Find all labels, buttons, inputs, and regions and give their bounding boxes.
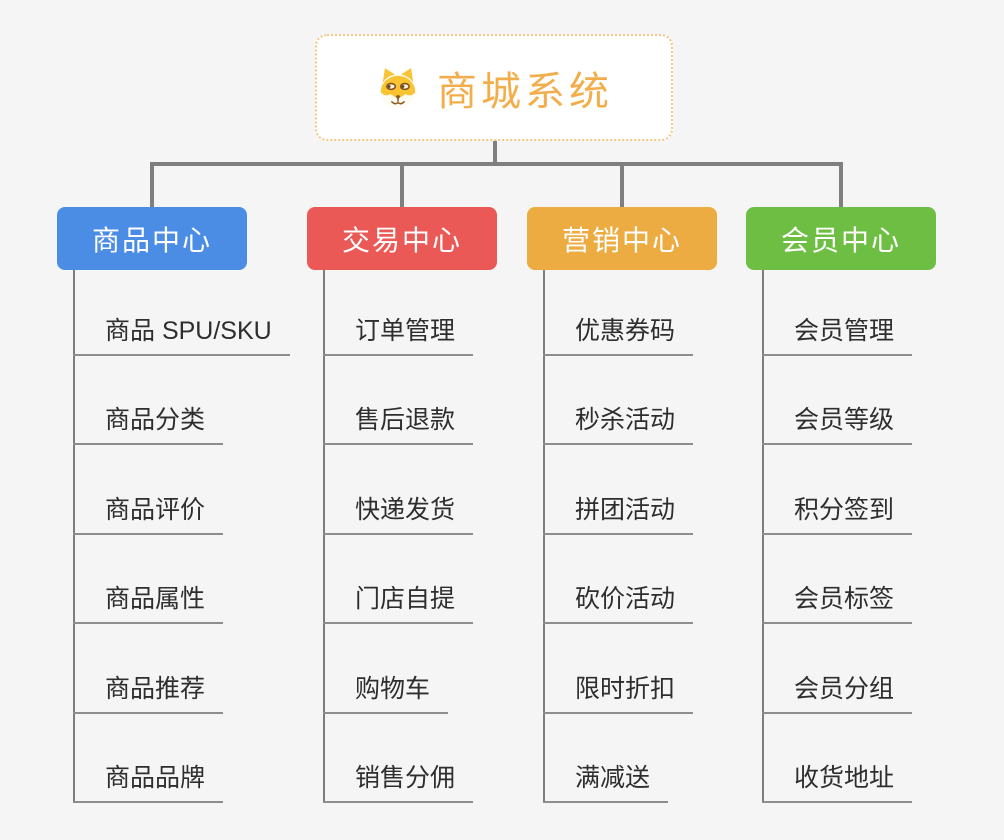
leaf-node[interactable]: 限时折扣 [543,674,694,714]
branch-header-0[interactable]: 商品中心 [57,207,247,270]
leaf-node[interactable]: 订单管理 [323,316,474,356]
connector-drop [839,162,843,209]
root-title: 商城系统 [437,69,613,114]
connector-root-stem [493,141,497,164]
leaf-node[interactable]: 会员等级 [762,405,913,445]
leaf-node[interactable]: 商品 SPU/SKU [73,316,290,356]
branch-header-1[interactable]: 交易中心 [307,207,497,270]
leaf-node[interactable]: 砍价活动 [543,584,694,624]
leaf-node[interactable]: 拼团活动 [543,495,694,535]
leaf-node[interactable]: 会员标签 [762,584,913,624]
leaf-node[interactable]: 收货地址 [762,763,913,803]
connector-trunk [543,270,545,801]
branch-header-2[interactable]: 营销中心 [527,207,717,270]
connector-trunk [323,270,325,801]
root-node[interactable]: 商城系统 [315,34,673,141]
leaf-node[interactable]: 快递发货 [323,495,474,535]
leaf-node[interactable]: 满减送 [543,763,669,803]
leaf-node[interactable]: 商品属性 [73,584,224,624]
connector-drop [150,162,154,209]
leaf-node[interactable]: 销售分佣 [323,763,474,803]
leaf-node[interactable]: 积分签到 [762,495,913,535]
leaf-node[interactable]: 会员分组 [762,674,913,714]
connector-trunk [73,270,75,801]
leaf-node[interactable]: 秒杀活动 [543,405,694,445]
connector-drop [620,162,624,209]
leaf-node[interactable]: 商品推荐 [73,674,224,714]
leaf-node[interactable]: 门店自提 [323,584,474,624]
branch-header-3[interactable]: 会员中心 [746,207,936,270]
leaf-node[interactable]: 会员管理 [762,316,913,356]
leaf-node[interactable]: 优惠券码 [543,316,694,356]
shiba-dog-face-icon [380,67,416,108]
leaf-node[interactable]: 售后退款 [323,405,474,445]
leaf-node[interactable]: 购物车 [323,674,449,714]
leaf-node[interactable]: 商品评价 [73,495,224,535]
connector-drop [400,162,404,209]
leaf-node[interactable]: 商品分类 [73,405,224,445]
connector-horizontal-bar [150,162,843,166]
leaf-node[interactable]: 商品品牌 [73,763,224,803]
connector-trunk [762,270,764,801]
